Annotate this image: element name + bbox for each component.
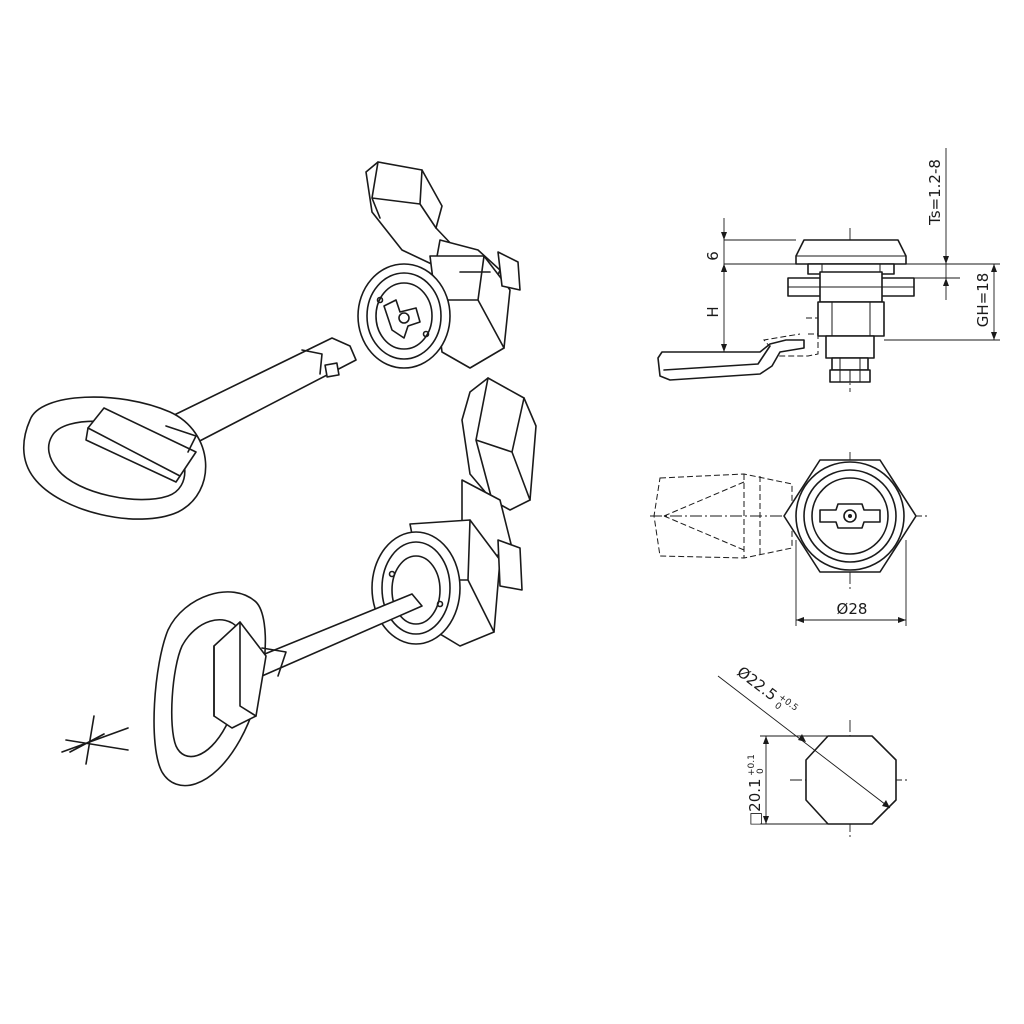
dim-sq201: □20.1 [746,778,764,826]
panel-cutout [717,675,910,838]
dim-h: H [704,306,722,317]
dim-dia225-tol-lower: 0 [772,701,783,713]
iso-key-upper [22,337,357,520]
dim-sq201-group: □20.1 +0.1 0 [746,754,766,826]
projection-symbol [61,715,129,765]
front-view [650,452,930,626]
iso-lock-upper [357,161,521,369]
dim-sq201-tol-upper: +0.1 [747,754,757,776]
side-view [657,148,1000,392]
dim-six: 6 [704,251,722,261]
dim-ts: Ts=1.2-8 [926,159,944,226]
dim-dia225-group: Ø22.5 +0.5 0 [734,663,800,714]
dim-dia225: Ø22.5 [734,663,781,705]
dim-gh: GH=18 [974,273,992,328]
iso-lock-lower [153,377,537,787]
dim-dia28: Ø28 [837,600,868,618]
dim-sq201-tol-lower: 0 [756,768,766,774]
